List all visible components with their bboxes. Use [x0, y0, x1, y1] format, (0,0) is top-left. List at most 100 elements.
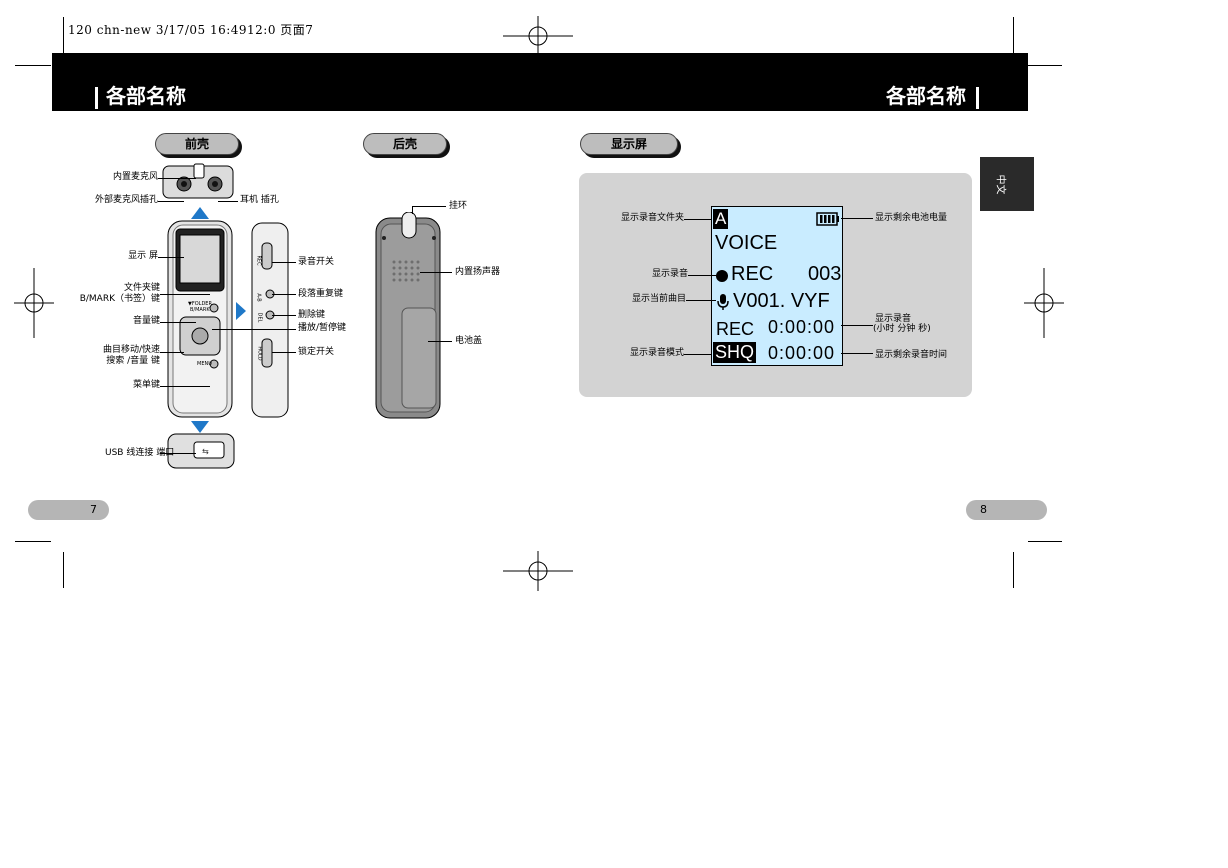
microphone-icon [717, 294, 729, 310]
device-side-view-icon [251, 222, 289, 418]
lcd-rec-label: REC [731, 263, 774, 285]
leader-line [272, 294, 296, 295]
registration-mark-icon [503, 551, 573, 591]
leader-line [684, 354, 712, 355]
language-tab: 中文 [980, 157, 1034, 211]
lcd-rec-number: 003 [808, 263, 842, 285]
title-bar-right [976, 87, 979, 109]
label-strap: 挂环 [449, 201, 468, 211]
registration-mark-icon [503, 16, 573, 56]
device-back-view-icon [375, 212, 441, 419]
leader-line [272, 352, 296, 353]
label-volume-key: 音量键 [132, 316, 160, 326]
lcd-title: VOICE [715, 232, 778, 254]
title-bar-left [95, 87, 98, 109]
lcd-rec-row-label: REC [716, 319, 755, 339]
label-hold-switch: 锁定开关 [298, 347, 335, 357]
leader-line [412, 206, 413, 214]
label-search-volume-key: 搜索 /音量 键 [106, 356, 160, 366]
label-folder-display: 显示录音文件夹 [620, 213, 684, 223]
label-current-track: 显示当前曲目 [631, 294, 686, 304]
label-record-switch: 录音开关 [298, 257, 335, 267]
label-repeat-key: 段落重复键 [298, 289, 344, 299]
crop-mark [1028, 541, 1062, 542]
device-menu-text: MENU [197, 361, 212, 367]
leader-line [160, 453, 196, 454]
label-delete-key: 删除键 [298, 310, 326, 320]
leader-line [428, 341, 452, 342]
leader-line [841, 218, 873, 219]
label-rec-time: 显示录音 [875, 314, 912, 324]
leader-line [420, 272, 452, 273]
page-title-right: 各部名称 [886, 84, 966, 108]
device-front-view-icon [167, 220, 233, 418]
device-del-text: DEL [256, 312, 263, 323]
section-front: 前壳 [155, 133, 239, 155]
label-bmark-key: B/MARK（书签）键 [79, 294, 160, 304]
leader-line [686, 300, 716, 301]
leader-line [412, 206, 446, 207]
record-dot-icon [716, 270, 728, 282]
leader-line [688, 275, 716, 276]
leader-line [160, 352, 184, 353]
label-recording-display: 显示录音 [651, 269, 688, 279]
label-ext-mic-jack: 外部麦克风插孔 [94, 195, 158, 205]
page-number-right: 8 [966, 500, 1047, 520]
label-menu-key: 菜单键 [132, 380, 160, 390]
arrow-up-icon [191, 207, 209, 219]
label-remaining-time: 显示剩余录音时间 [875, 350, 948, 360]
label-builtin-mic: 内置麦克风 [112, 172, 158, 182]
leader-line [160, 322, 196, 323]
label-usb-port: USB 线连接 端口 [105, 448, 175, 458]
label-track-key: 曲目移动/快速 [102, 345, 160, 355]
header-banner: 各部名称 各部名称 [52, 53, 1028, 111]
leader-line [160, 386, 210, 387]
arrow-down-icon [191, 421, 209, 433]
device-bmark-text: B/MARK [190, 307, 210, 313]
device-bottom-view-icon: ⇆ [167, 433, 235, 469]
label-speaker: 内置扬声器 [455, 267, 501, 277]
crop-mark [15, 541, 51, 542]
lcd-folder-letter: A [713, 209, 729, 229]
page-number-right-text: 8 [980, 503, 987, 516]
leader-line [841, 325, 873, 326]
device-folder-text: ▼FOLDER [188, 301, 212, 307]
lcd-mode-label: SHQ [713, 342, 757, 363]
crop-mark [1013, 17, 1014, 53]
section-back: 后壳 [363, 133, 447, 155]
leader-line [841, 353, 873, 354]
lcd-screen: A VOICE REC 003 V001. VYF REC 0:00:00 SH… [711, 206, 843, 366]
svg-text:⇆: ⇆ [202, 447, 209, 456]
crop-mark [63, 17, 64, 53]
page-number-left: 7 [28, 500, 109, 520]
crop-mark [1028, 65, 1062, 66]
crop-mark [1013, 552, 1014, 588]
label-rec-time-units: (小时 分钟 秒) [873, 324, 931, 334]
registration-mark-icon [14, 268, 54, 338]
crop-mark [63, 552, 64, 588]
arrow-right-icon [236, 302, 246, 320]
page-title-left: 各部名称 [106, 84, 186, 108]
label-folder-key: 文件夹键 [123, 283, 160, 293]
device-ab-text: A-B [255, 293, 262, 302]
lcd-rec-row-time: 0:00:00 [768, 317, 836, 337]
label-battery-level: 显示剩余电池电量 [875, 213, 948, 223]
label-play-pause-key: 播放/暂停键 [298, 323, 347, 333]
leader-line [218, 201, 238, 202]
device-hold-text: HOLD [256, 346, 263, 361]
leader-line [158, 201, 184, 202]
leader-line [160, 294, 210, 295]
section-display: 显示屏 [580, 133, 678, 155]
device-rec-text: REC [255, 255, 262, 266]
lcd-track: V001. VYF [733, 290, 830, 312]
leader-line [158, 178, 196, 179]
label-earphone-jack: 耳机 插孔 [240, 195, 279, 205]
device-top-view-icon [162, 163, 234, 199]
language-tab-label: 中文 [994, 174, 1006, 195]
label-battery-cover: 电池盖 [455, 336, 483, 346]
registration-mark-icon [1024, 268, 1064, 338]
label-recording-mode: 显示录音模式 [629, 348, 684, 358]
leader-line [684, 219, 712, 220]
label-display: 显示 屏 [128, 251, 158, 261]
page-number-left-text: 7 [90, 503, 97, 516]
